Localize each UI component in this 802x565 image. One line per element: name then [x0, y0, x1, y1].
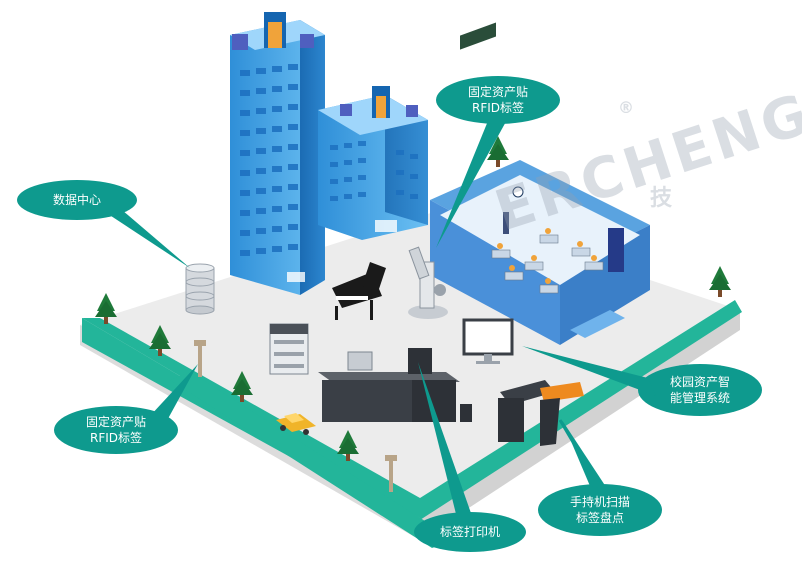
data-center-servers [185, 263, 215, 315]
label-data-center: 数据中心 [52, 193, 101, 207]
classroom [430, 22, 650, 345]
office-building-short [318, 86, 428, 240]
label-handheld-line2: 标签盘点 [575, 511, 624, 525]
office-building-tall [230, 12, 325, 295]
callout-shapes [17, 76, 762, 552]
handheld-rfid-scanner [498, 380, 584, 446]
microscope [408, 246, 448, 319]
label-system-line2: 能管理系统 [669, 391, 730, 405]
watermark-brand: 技 [650, 186, 673, 211]
street-lamp-group [194, 340, 397, 492]
label-handheld-line1: 手持机扫描 [569, 495, 630, 509]
watermark-registered: ® [618, 98, 634, 117]
road [82, 300, 742, 548]
label-rfid-left-line2: RFID标签 [89, 431, 143, 445]
label-system-line1: 校园资产智 [669, 375, 730, 389]
label-rfid-top-line2: RFID标签 [471, 101, 525, 115]
label-rfid-top-line1: 固定资产贴 [467, 85, 528, 99]
label-rfid-left-line1: 固定资产贴 [85, 415, 146, 429]
copier-machine [269, 323, 309, 375]
label-printer: 标签打印机 [439, 525, 500, 539]
computer-monitor [462, 318, 514, 364]
tree-group [95, 136, 731, 461]
taxi-car [276, 413, 316, 435]
grand-piano [332, 262, 386, 320]
scanner-connector [558, 419, 602, 489]
